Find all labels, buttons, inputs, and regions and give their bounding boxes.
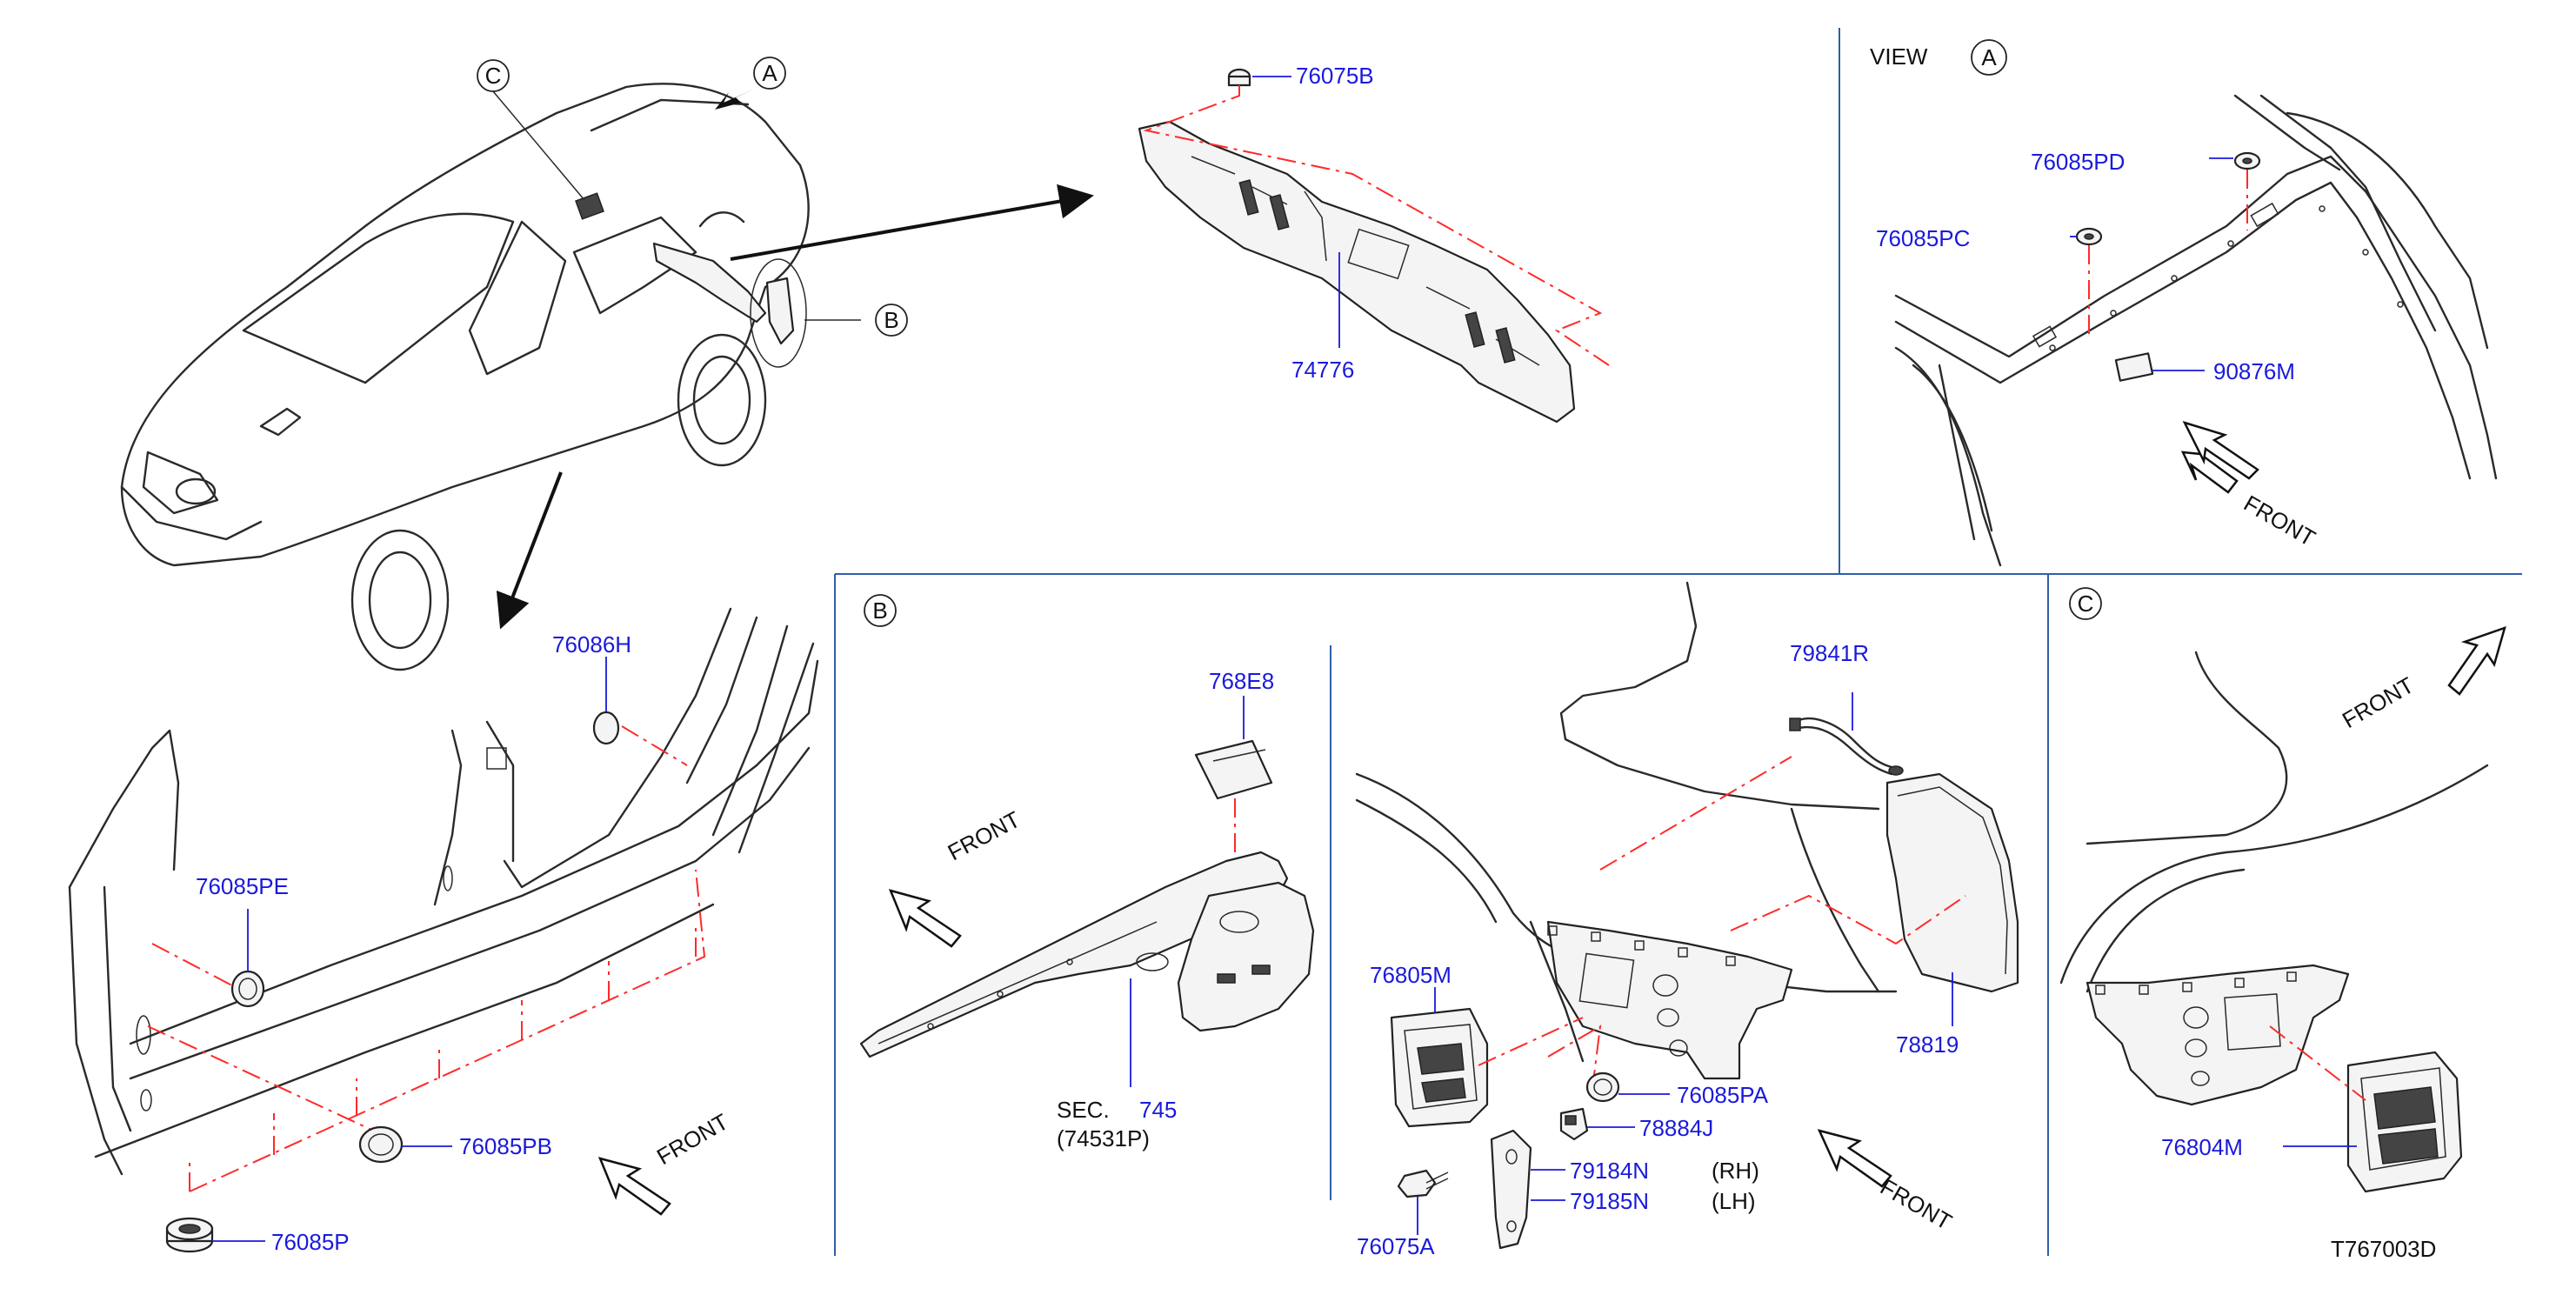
panel-c-drawing	[2059, 651, 2489, 1106]
front-arrow-b: FRONT	[888, 806, 1024, 948]
part-78819-cover	[1885, 772, 2019, 993]
front-arrow-b-right: FRONT	[1817, 1129, 1957, 1235]
label-79185N: 79185N	[1570, 1188, 1649, 1214]
marker-b-panel	[864, 594, 897, 627]
section-ref-sub: (74531P)	[1057, 1125, 1150, 1151]
label-74776: 74776	[1291, 357, 1354, 383]
panel-frames	[834, 28, 2522, 1256]
label-90876M: 90876M	[2213, 358, 2295, 384]
part-76086H-patch	[592, 711, 620, 745]
marker-b-overview	[875, 304, 908, 337]
part-76085PC-clip	[2075, 227, 2103, 246]
part-76805M-duct	[1390, 1007, 1489, 1128]
part-76085PE-grommet	[230, 970, 265, 1008]
marker-c-panel	[2069, 587, 2102, 620]
marker-b-overview-label: B	[884, 307, 898, 333]
front-arrow-view-a: FRONT	[2180, 420, 2320, 551]
part-768E8-pad	[1194, 739, 1273, 800]
part-76085PA-plug	[1585, 1071, 1620, 1103]
section-ref-prefix: SEC.	[1057, 1097, 1110, 1123]
label-76085PD: 76085PD	[2031, 149, 2125, 175]
front-label-c: FRONT	[2338, 671, 2419, 733]
view-a-drawing	[1894, 94, 2498, 567]
view-a-direction-arrow	[715, 89, 755, 110]
label-76085P: 76085P	[271, 1229, 350, 1255]
part-76085PD-clip	[2233, 151, 2261, 170]
marker-a-overview-label: A	[762, 60, 777, 86]
section-ref-number: 745	[1139, 1097, 1177, 1123]
label-78884J: 78884J	[1639, 1115, 1713, 1141]
front-label-view-a: FRONT	[2239, 490, 2320, 551]
label-76075A: 76075A	[1357, 1233, 1435, 1259]
part-74531P-bracket	[859, 851, 1315, 1058]
label-76085PC: 76085PC	[1876, 225, 1970, 251]
label-76805M: 76805M	[1370, 962, 1452, 988]
sill-guide-lines	[147, 725, 706, 1192]
label-76804M: 76804M	[2161, 1134, 2243, 1160]
label-76085PB: 76085PB	[459, 1133, 552, 1159]
part-79841R-harness	[1789, 717, 1904, 776]
part-76804M-duct	[2346, 1051, 2463, 1193]
label-lh: (LH)	[1712, 1188, 1756, 1214]
detail-arrow-upper	[730, 184, 1094, 261]
part-90876M-seal	[2114, 352, 2154, 382]
front-arrow-c: FRONT	[2338, 626, 2506, 733]
front-label-sill: FRONT	[652, 1108, 733, 1170]
front-label-b: FRONT	[944, 806, 1024, 866]
marker-a-overview	[753, 57, 786, 90]
label-79841R: 79841R	[1790, 640, 1869, 666]
part-76075B-nut	[1227, 68, 1251, 87]
label-76085PE: 76085PE	[196, 873, 289, 899]
part-76085PB-grommet	[358, 1125, 404, 1164]
label-76075B: 76075B	[1296, 63, 1374, 89]
detail-arrow-lower	[496, 471, 563, 630]
part-79184N-bracket	[1490, 1129, 1532, 1250]
marker-c-overview-label: C	[485, 63, 502, 89]
label-78819: 78819	[1896, 1031, 1959, 1058]
label-76085PA: 76085PA	[1677, 1082, 1769, 1108]
side-sill-drawing	[68, 607, 819, 1176]
front-label-b-right: FRONT	[1876, 1173, 1957, 1235]
marker-a-view	[1971, 39, 2007, 76]
part-76075A-bolt	[1397, 1169, 1449, 1198]
wheelhouse-drawing	[1355, 581, 1898, 1080]
label-768E8: 768E8	[1209, 668, 1274, 694]
part-78884J-clip	[1559, 1107, 1589, 1141]
marker-c-panel-label: C	[2078, 591, 2094, 617]
label-rh: (RH)	[1712, 1158, 1759, 1184]
vehicle-overview-drawing	[120, 83, 861, 671]
front-arrow-sill: FRONT	[597, 1108, 733, 1216]
part-74776-panel	[1138, 120, 1576, 424]
drawing-id: T767003D	[2331, 1236, 2436, 1262]
part-76085P-grommet	[165, 1217, 214, 1253]
marker-a-view-label: A	[1981, 44, 1997, 70]
label-76086H: 76086H	[552, 631, 631, 658]
view-a-title: VIEW	[1870, 43, 1928, 70]
marker-b-panel-label: B	[872, 597, 887, 624]
label-79184N: 79184N	[1570, 1158, 1649, 1184]
